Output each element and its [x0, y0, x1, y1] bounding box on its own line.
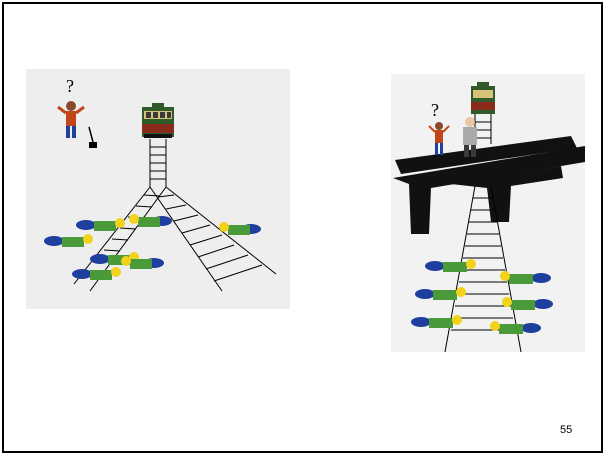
footbridge-scenario-illustration: ? [391, 74, 585, 352]
question-mark: ? [431, 100, 439, 120]
trolley-icon [142, 103, 174, 138]
footbridge-scenario-svg: ? [391, 74, 585, 352]
question-mark: ? [66, 76, 74, 96]
slide-page-number: 55 [560, 424, 572, 436]
switch-scenario-svg: ? [26, 69, 290, 309]
switch-scenario-illustration: ? [26, 69, 290, 309]
trolley-icon [471, 82, 495, 114]
